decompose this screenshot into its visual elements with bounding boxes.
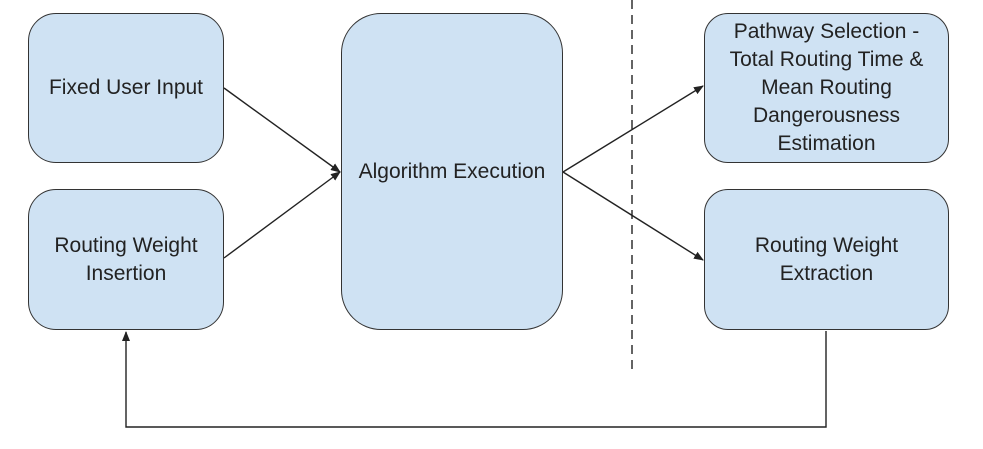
routing-weight-extraction-box: Routing Weight Extraction <box>704 189 949 330</box>
pathway-selection-box: Pathway Selection - Total Routing Time &… <box>704 13 949 163</box>
arrow-algorithm-to-weight-extraction <box>562 171 704 261</box>
fixed-user-input-label: Fixed User Input <box>48 76 204 99</box>
routing-weight-insertion-box: Routing Weight Insertion <box>28 189 224 330</box>
feedback-arrow-extraction-to-insertion <box>122 331 827 428</box>
arrow-algorithm-to-pathway-selection <box>562 85 704 173</box>
fixed-user-input-box: Fixed User Input <box>28 13 224 163</box>
algorithm-execution-label: Algorithm Execution <box>358 159 546 183</box>
pathway-selection-label: Pathway Selection - Total Routing Time &… <box>729 20 924 155</box>
routing-weight-extraction-label: Routing Weight Extraction <box>754 233 899 285</box>
routing-weight-insertion-label: Routing Weight Insertion <box>54 233 198 285</box>
arrow-weight-insertion-to-algorithm <box>223 171 341 259</box>
algorithm-execution-box: Algorithm Execution <box>341 13 563 330</box>
arrow-fixed-input-to-algorithm <box>223 87 341 173</box>
